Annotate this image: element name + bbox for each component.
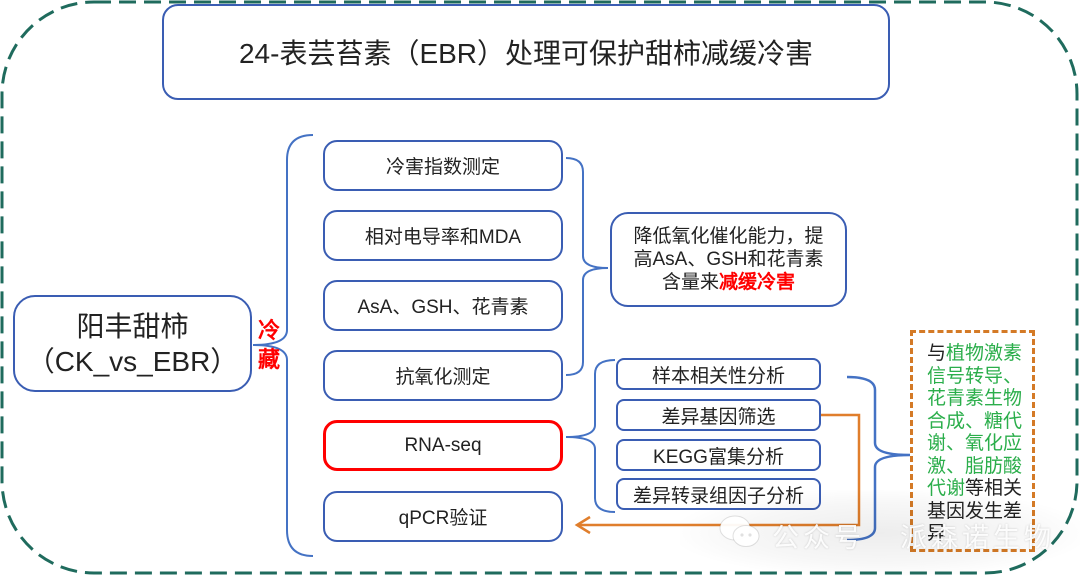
analysis-box-kegg-enrichment: KEGG富集分析 xyxy=(616,439,821,471)
gene-line: 谢、氧化应 xyxy=(927,433,1032,456)
physiology-conclusion-box: 降低氧化催化能力，提 高AsA、GSH和花青素 含量来减缓冷害 xyxy=(610,212,847,307)
experiment-box-antioxidant: 抗氧化测定 xyxy=(323,350,563,401)
experiment-label: RNA-seq xyxy=(404,434,482,456)
gene-text: 基因发生差 xyxy=(927,500,1023,522)
conclusion-line: 高AsA、GSH和花青素 xyxy=(633,249,824,270)
experiment-box-chilling-index: 冷害指数测定 xyxy=(323,140,563,191)
gene-line: 与植物激素 xyxy=(927,343,1032,366)
gene-text: 等相关 xyxy=(965,478,1023,499)
experiment-box-qpcr: qPCR验证 xyxy=(323,491,563,542)
analysis-label: KEGG富集分析 xyxy=(653,446,784,468)
gene-text-highlight: 花青素生物 xyxy=(927,388,1023,409)
treatment-char: 冷 xyxy=(257,318,280,343)
gene-text-highlight: 合成、糖代 xyxy=(927,410,1023,432)
gene-line: 合成、糖代 xyxy=(927,411,1032,434)
analysis-label: 差异转录组因子分析 xyxy=(632,485,804,507)
treatment-char: 藏 xyxy=(257,347,280,372)
wechat-icon xyxy=(719,515,760,547)
gene-text: 与 xyxy=(927,343,947,364)
gene-line: 信号转导、 xyxy=(927,366,1032,389)
rnaseq-brace xyxy=(565,359,616,513)
experiment-label: 抗氧化测定 xyxy=(395,367,491,388)
gene-line: 异 xyxy=(927,523,1032,546)
experiment-label: qPCR验证 xyxy=(398,508,488,529)
gene-text-highlight: 信号转导、 xyxy=(927,365,1023,387)
gene-text-highlight: 代谢 xyxy=(927,478,966,499)
conclusion-line: 降低氧化催化能力，提 xyxy=(633,226,824,247)
gene-conclusion-box: 与植物激素 信号转导、 花青素生物 合成、糖代 谢、氧化应 激、脂肪酸 代谢等相… xyxy=(910,330,1035,552)
experiment-label: 冷害指数测定 xyxy=(385,157,500,178)
conclusion-line: 含量来减缓冷害 xyxy=(662,271,795,294)
arrowhead-icon xyxy=(574,515,591,535)
gene-text-highlight: 植物激素 xyxy=(946,343,1023,364)
gene-text-highlight: 激、脂肪酸 xyxy=(927,455,1023,477)
analysis-box-diff-tf: 差异转录组因子分析 xyxy=(616,478,821,510)
experiment-box-conductivity-mda: 相对电导率和MDA xyxy=(323,210,563,261)
deg-to-qpcr-connector xyxy=(578,413,861,527)
sample-name: 阳丰甜柿 xyxy=(76,310,189,342)
conclusion-prefix: 含量来 xyxy=(661,272,719,293)
analysis-box-deg-screening: 差异基因筛选 xyxy=(616,399,821,431)
title-box: 24-表芸苔素（EBR）处理可保护甜柿减缓冷害 xyxy=(162,4,890,100)
conclusion-highlight: 减缓冷害 xyxy=(719,272,796,293)
analysis-brace xyxy=(846,375,911,542)
sample-comparison: （CK_vs_EBR） xyxy=(26,345,239,377)
experiment-label: AsA、GSH、花青素 xyxy=(357,297,529,318)
analysis-label: 样本相关性分析 xyxy=(651,365,785,387)
experiment-box-asa-gsh-anthocyanin: AsA、GSH、花青素 xyxy=(323,280,563,331)
sample-box: 阳丰甜柿 （CK_vs_EBR） xyxy=(13,295,252,392)
gene-line: 激、脂肪酸 xyxy=(927,456,1032,479)
page-title: 24-表芸苔素（EBR）处理可保护甜柿减缓冷害 xyxy=(238,38,814,69)
gene-text-highlight: 谢、氧化应 xyxy=(927,433,1023,454)
analysis-box-sample-correlation: 样本相关性分析 xyxy=(616,358,821,390)
main-brace xyxy=(252,134,314,557)
analysis-label: 差异基因筛选 xyxy=(661,406,776,428)
physiology-brace xyxy=(565,157,609,376)
gene-line: 代谢等相关 xyxy=(927,478,1032,501)
gene-text: 异 xyxy=(927,523,947,544)
gene-line: 基因发生差 xyxy=(927,501,1032,524)
experiment-box-rnaseq: RNA-seq xyxy=(323,420,563,471)
gene-line: 花青素生物 xyxy=(927,388,1032,411)
experiment-label: 相对电导率和MDA xyxy=(364,227,522,248)
treatment-label: 冷 藏 xyxy=(256,316,282,374)
